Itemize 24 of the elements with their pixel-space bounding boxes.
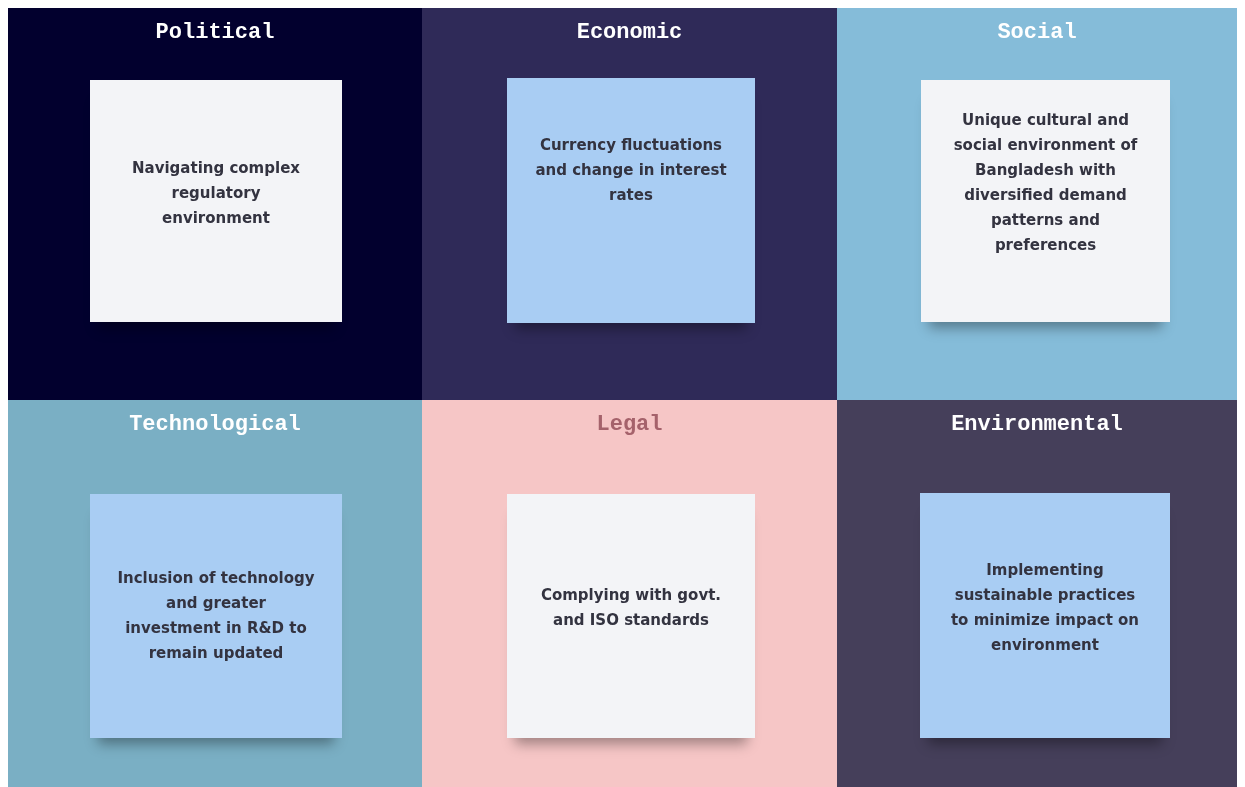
- panel-title: Economic: [575, 20, 684, 45]
- category-panel: [8, 8, 422, 400]
- sticky-note: [507, 78, 755, 323]
- note-text: Inclusion of technology and greater investment in R&D to remain updated: [116, 568, 316, 664]
- sticky-note: [920, 493, 1170, 738]
- panel-title: Legal: [595, 412, 664, 437]
- category-panel: [422, 8, 837, 400]
- panel-title: Environmental: [950, 412, 1124, 437]
- panel-title: Technological: [128, 412, 302, 437]
- panel-title: Social: [996, 20, 1078, 45]
- sticky-note: [90, 80, 342, 322]
- sticky-note: [921, 80, 1170, 322]
- note-text: Currency fluctuations and change in interest rates: [534, 135, 728, 206]
- note-text: Unique cultural and social environment of Bangladesh with diversified demand patterns and preferences: [952, 110, 1139, 256]
- sticky-note: [507, 494, 755, 738]
- category-panel: [8, 400, 422, 787]
- note-text: Complying with govt. and ISO standards: [539, 585, 723, 631]
- category-panel: [837, 8, 1237, 400]
- note-text: Implementing sustainable practices to minimize impact on environment: [949, 559, 1141, 656]
- category-panel: [837, 400, 1237, 787]
- panel-title: Political: [154, 20, 276, 45]
- note-text: Navigating complex regulatory environment: [131, 157, 301, 229]
- category-panel: [422, 400, 837, 787]
- sticky-note: [90, 494, 342, 738]
